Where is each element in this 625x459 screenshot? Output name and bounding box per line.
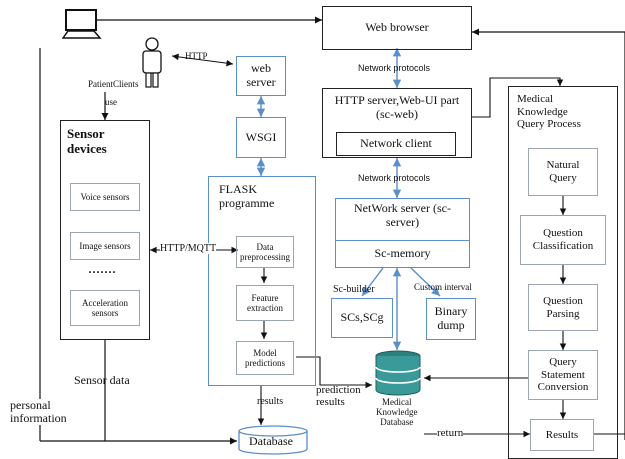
http-label: HTTP xyxy=(185,51,208,61)
personal-information-label: personal information xyxy=(10,398,67,426)
query-statement-box: Query Statement Conversion xyxy=(528,350,598,400)
web-server-label: web server xyxy=(246,61,276,89)
image-sensors-box: Image sensors xyxy=(70,232,140,260)
medical-kb-label: Medical Knowledge Database xyxy=(376,397,418,427)
network-server-box: NetWork server (sc- server) xyxy=(335,198,470,268)
scs-scg-box: SCs,SCg xyxy=(331,298,393,338)
model-predictions-box: Model predictions xyxy=(236,341,294,375)
database-label: Database xyxy=(249,434,293,448)
natural-query-box: Natural Query xyxy=(528,148,598,196)
feature-extraction-label: Feature extraction xyxy=(247,292,283,313)
question-parsing-label: Question Parsing xyxy=(543,294,583,320)
prediction-results-label: prediction results xyxy=(316,384,361,409)
custom-interval-label: Custom interval xyxy=(414,282,472,292)
results-label: Results xyxy=(545,428,579,441)
web-browser-label: Web browser xyxy=(365,20,429,35)
data-preprocessing-box: Data preprocessing xyxy=(236,236,294,268)
network-protocols-mid-label: Network protocols xyxy=(358,173,431,183)
wsgi-box: WSGI xyxy=(236,117,286,158)
results-box: Results xyxy=(530,419,594,451)
acceleration-sensors-label: Acceleration sensors xyxy=(82,297,128,318)
return-label: return xyxy=(437,427,464,440)
voice-sensors-label: Voice sensors xyxy=(80,191,130,202)
mkqp-title: Medical Knowledge Query Process xyxy=(517,93,581,131)
natural-query-label: Natural Query xyxy=(546,159,580,184)
http-server-label: HTTP server,Web-UI part (sc-web) xyxy=(334,93,460,121)
network-client-box: Network client xyxy=(336,132,456,156)
http-server-box: HTTP server,Web-UI part (sc-web) xyxy=(322,88,472,158)
sensor-devices-title: Sensor devices xyxy=(67,126,107,156)
flask-programme-label: FLASK programme xyxy=(219,182,275,210)
network-protocols-top-label: Network protocols xyxy=(358,63,431,73)
sc-memory-box: Sc-memory xyxy=(335,240,470,268)
person-icon xyxy=(142,37,162,88)
network-server-label: NetWork server (sc- server) xyxy=(354,201,451,229)
http-mqtt-label: HTTP/MQTT xyxy=(160,243,217,254)
query-statement-label: Query Statement Conversion xyxy=(537,356,589,394)
sensor-devices-box: Sensor devices xyxy=(60,120,150,340)
database-icon xyxy=(238,425,308,455)
results-small-label: results xyxy=(257,396,284,407)
network-client-label: Network client xyxy=(360,136,432,151)
patient-clients-label: PatientClients xyxy=(88,79,139,89)
laptop-icon xyxy=(62,9,102,39)
question-classification-box: Question Classification xyxy=(520,215,606,265)
acceleration-sensors-box: Acceleration sensors xyxy=(70,290,140,326)
feature-extraction-box: Feature extraction xyxy=(236,285,294,321)
question-parsing-box: Question Parsing xyxy=(528,284,598,331)
use-label: use xyxy=(105,97,117,107)
sc-memory-label: Sc-memory xyxy=(374,246,431,261)
image-sensors-label: Image sensors xyxy=(79,240,131,251)
data-preprocessing-label: Data preprocessing xyxy=(240,241,290,262)
voice-sensors-box: Voice sensors xyxy=(70,183,140,211)
flask-programme-box: FLASK programme xyxy=(208,176,316,386)
web-server-box: web server xyxy=(236,56,286,96)
dots-label: ······· xyxy=(88,265,117,279)
binary-dump-label: Binary dump xyxy=(434,304,468,332)
binary-dump-box: Binary dump xyxy=(426,298,476,340)
question-classification-label: Question Classification xyxy=(532,227,594,252)
scs-scg-label: SCs,SCg xyxy=(340,310,384,325)
wsgi-label: WSGI xyxy=(245,129,277,144)
model-predictions-label: Model predictions xyxy=(245,347,285,368)
medical-database-icon xyxy=(375,350,421,396)
web-browser-box: Web browser xyxy=(322,6,472,50)
mkqp-box: Medical Knowledge Query Process xyxy=(508,86,618,459)
sensor-data-label: Sensor data xyxy=(74,373,130,387)
sc-builder-label: Sc-builder xyxy=(333,284,375,295)
